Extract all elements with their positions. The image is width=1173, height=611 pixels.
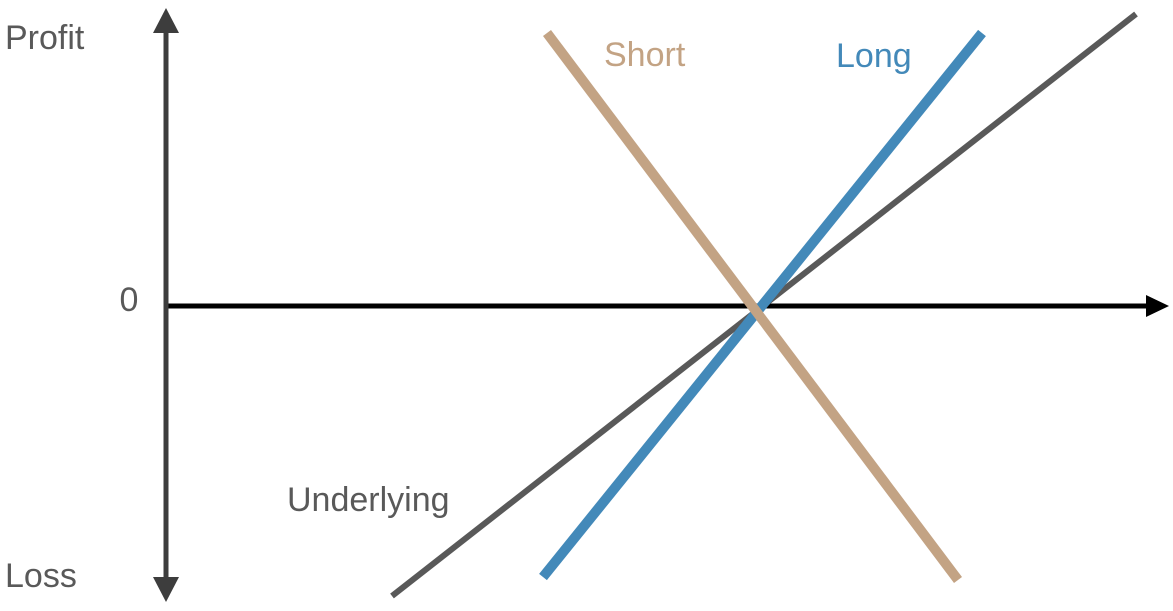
y-axis-arrow-up-icon	[153, 8, 179, 33]
profit-axis-label: Profit	[5, 19, 85, 57]
short-series-label: Short	[604, 36, 686, 74]
underlying-series-label: Underlying	[287, 481, 450, 519]
y-axis-arrow-down-icon	[153, 577, 179, 602]
loss-axis-label: Loss	[5, 557, 77, 595]
x-axis-arrow-right-icon	[1146, 295, 1169, 317]
long-series-label: Long	[836, 37, 912, 75]
series-line-long	[539, 29, 986, 581]
series-line-short	[543, 29, 962, 584]
origin-zero-label: 0	[119, 281, 139, 319]
